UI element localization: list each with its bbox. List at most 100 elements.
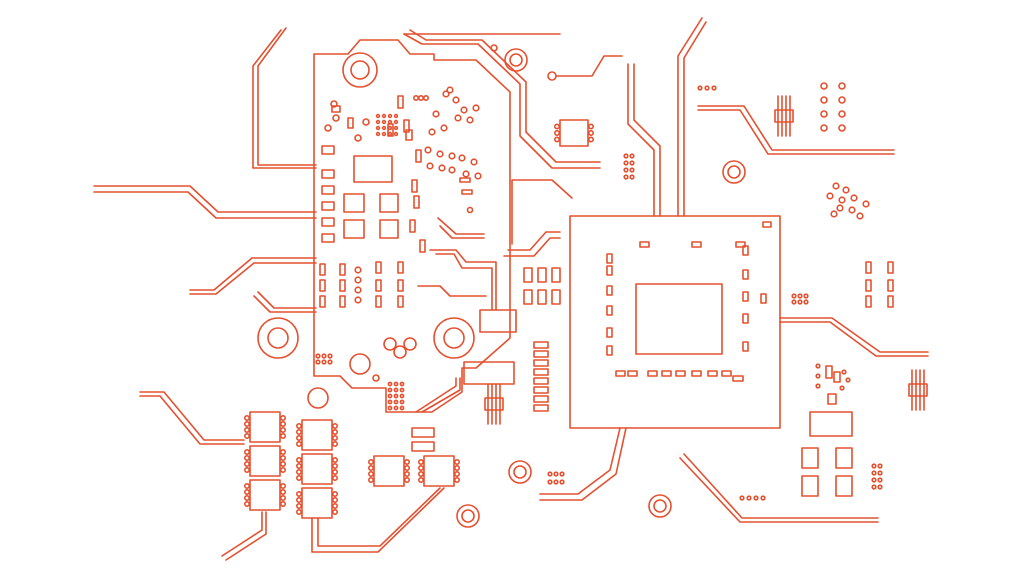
smd-component [340, 296, 345, 307]
via-dot [437, 151, 443, 157]
via-dot [816, 374, 820, 378]
via-dot [355, 135, 361, 141]
chip-pin [245, 502, 249, 506]
via-dot [792, 300, 796, 304]
via-dot [389, 127, 392, 130]
smd-component [376, 296, 381, 307]
trace [430, 250, 496, 310]
via-dot [316, 360, 320, 364]
cpu-pad [733, 376, 743, 381]
trace [556, 56, 622, 76]
via-dot [389, 115, 392, 118]
cpu-pad [743, 270, 748, 279]
via-dot [400, 400, 403, 403]
cpu-pad [648, 371, 657, 376]
smd-component [322, 218, 334, 226]
chip-pin [297, 430, 301, 434]
via-dot [863, 201, 869, 207]
smd-component [802, 448, 818, 468]
via-dot [394, 388, 397, 391]
via-dot [322, 354, 326, 358]
via-dot [872, 471, 876, 475]
via-dot [473, 105, 479, 111]
via-dot [554, 472, 558, 476]
chip-pin [281, 428, 285, 432]
smd-component [828, 394, 836, 404]
chip-pin [281, 422, 285, 426]
mount-hole [654, 500, 666, 512]
smd-component [524, 268, 532, 282]
trace [698, 106, 894, 150]
via-dot [389, 121, 392, 124]
via-dot [453, 97, 459, 103]
cpu-pad [628, 371, 637, 376]
trace [418, 286, 486, 296]
smd-component [534, 342, 548, 348]
cpu-pad [743, 342, 748, 351]
via-dot [355, 267, 361, 273]
chip-pin [297, 492, 301, 496]
chip-pin [281, 462, 285, 466]
dip-chip [250, 412, 280, 442]
smd-component [462, 190, 472, 194]
cpu-pad [676, 371, 685, 376]
via-dot [471, 159, 477, 165]
via-dot [388, 382, 391, 385]
via-dot [322, 360, 326, 364]
connector-block [464, 362, 514, 384]
via-dot [394, 406, 397, 409]
via-dot [449, 167, 455, 173]
chip-pin [281, 484, 285, 488]
via-dot [400, 388, 403, 391]
via-dot [705, 86, 709, 90]
dip-chip [424, 456, 454, 486]
via-dot [395, 121, 398, 124]
via-dot [443, 91, 449, 97]
chip-pin [555, 137, 559, 141]
via-dot [419, 96, 423, 100]
chip-pin [369, 472, 373, 476]
chip-pin [281, 416, 285, 420]
smd-component [398, 96, 403, 108]
smd-component [322, 186, 334, 194]
chip-pin [245, 428, 249, 432]
smd-component [398, 262, 403, 273]
cpu-pad [743, 314, 748, 323]
mount-hole [350, 354, 370, 374]
via-dot [872, 485, 876, 489]
smd-component [534, 351, 548, 357]
via-dot [740, 496, 744, 500]
smd-component [866, 262, 871, 273]
via-dot [827, 193, 833, 199]
via-dot [433, 111, 439, 117]
chip-pin [589, 137, 593, 141]
smd-component [380, 220, 398, 238]
chip-pin [333, 498, 337, 502]
smd-component [340, 280, 345, 291]
via-dot [373, 375, 379, 381]
chip-pin [369, 478, 373, 482]
trace [438, 218, 484, 234]
capacitor [412, 442, 434, 451]
smd-component [826, 366, 832, 378]
via-dot [821, 125, 827, 131]
via-dot [630, 161, 634, 165]
chip-pin [297, 424, 301, 428]
cpu-pad [692, 242, 701, 247]
trace [680, 458, 878, 522]
component-group [245, 83, 927, 518]
chip-pin [245, 456, 249, 460]
via-dot [821, 111, 827, 117]
via-dot [816, 384, 820, 388]
via-dot [839, 83, 845, 89]
via-dot [377, 127, 380, 130]
via-dot [798, 294, 802, 298]
chip-pin [333, 458, 337, 462]
trace [226, 512, 266, 560]
smd-component [398, 296, 403, 307]
trace [258, 28, 316, 165]
via-dot [331, 101, 337, 107]
mount-hole [505, 49, 527, 71]
via-dot [463, 171, 469, 177]
via-dot [377, 133, 380, 136]
